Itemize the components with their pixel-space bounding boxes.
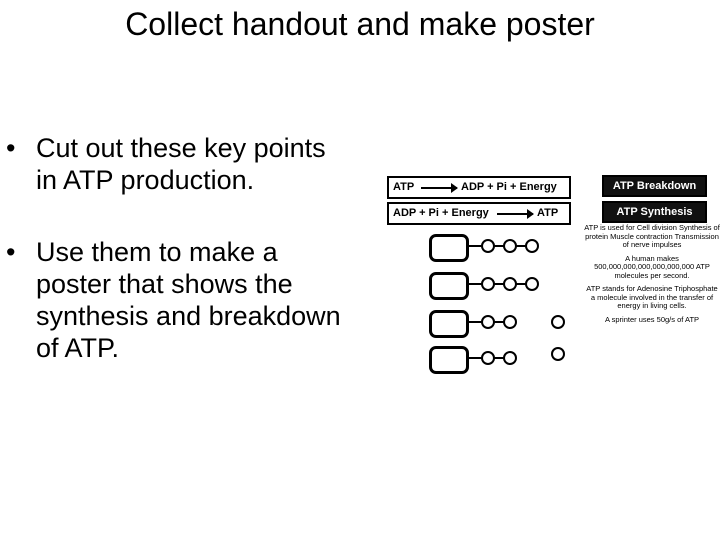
adenosine-shape (429, 310, 469, 338)
equation-right: ATP (537, 207, 559, 219)
phosphate-circle (503, 277, 517, 291)
label-breakdown: ATP Breakdown (602, 175, 707, 197)
bullet-marker: • (6, 133, 16, 163)
arrow-icon (497, 209, 534, 219)
atp-molecule (429, 234, 569, 262)
bullet-item: • Use them to make a poster that shows t… (4, 236, 354, 364)
equation-synthesis: ADP + Pi + Energy ATP (387, 202, 571, 225)
phosphate-circle (481, 315, 495, 329)
bullet-list: • Cut out these key points in ATP produc… (4, 132, 354, 404)
bond-line (466, 245, 530, 247)
phosphate-circle (503, 315, 517, 329)
equation-left: ATP (393, 181, 415, 193)
fact-uses: ATP is used for Cell division Synthesis … (584, 223, 720, 249)
phosphate-circle (481, 239, 495, 253)
phosphate-circle (503, 351, 517, 365)
atp-molecule (429, 272, 569, 300)
arrow-icon (421, 183, 458, 193)
adenosine-shape (429, 346, 469, 374)
fact-sprinter: A sprinter uses 50g/s of ATP (604, 314, 700, 324)
phosphate-circle (503, 239, 517, 253)
adp-molecule (429, 346, 569, 374)
free-phosphate-circle (551, 315, 565, 329)
phosphate-circle (481, 277, 495, 291)
equation-left: ADP + Pi + Energy (393, 207, 489, 219)
phosphate-circle (525, 277, 539, 291)
bullet-text: Use them to make a poster that shows the… (36, 237, 341, 363)
bullet-marker: • (6, 237, 16, 267)
adp-molecule (429, 310, 569, 338)
fact-production-rate: A human makes 500,000,000,000,000,000,00… (594, 253, 710, 280)
bullet-item: • Cut out these key points in ATP produc… (4, 132, 354, 196)
atp-molecule-diagram (429, 234, 569, 384)
facts-list: ATP is used for Cell division Synthesis … (584, 223, 720, 329)
label-synthesis: ATP Synthesis (602, 201, 707, 223)
adenosine-shape (429, 272, 469, 300)
equation-breakdown: ATP ADP + Pi + Energy (387, 176, 571, 199)
phosphate-circle (481, 351, 495, 365)
fact-definition: ATP stands for Adenosine Triphosphate a … (586, 284, 718, 310)
bullet-text: Cut out these key points in ATP producti… (36, 133, 326, 195)
bond-line (466, 283, 530, 285)
handout-image: ATP ADP + Pi + Energy ADP + Pi + Energy … (387, 170, 720, 400)
phosphate-circle (525, 239, 539, 253)
equation-right: ADP + Pi + Energy (461, 181, 557, 193)
adenosine-shape (429, 234, 469, 262)
free-phosphate-circle (551, 347, 565, 361)
slide-title: Collect handout and make poster (125, 6, 595, 42)
